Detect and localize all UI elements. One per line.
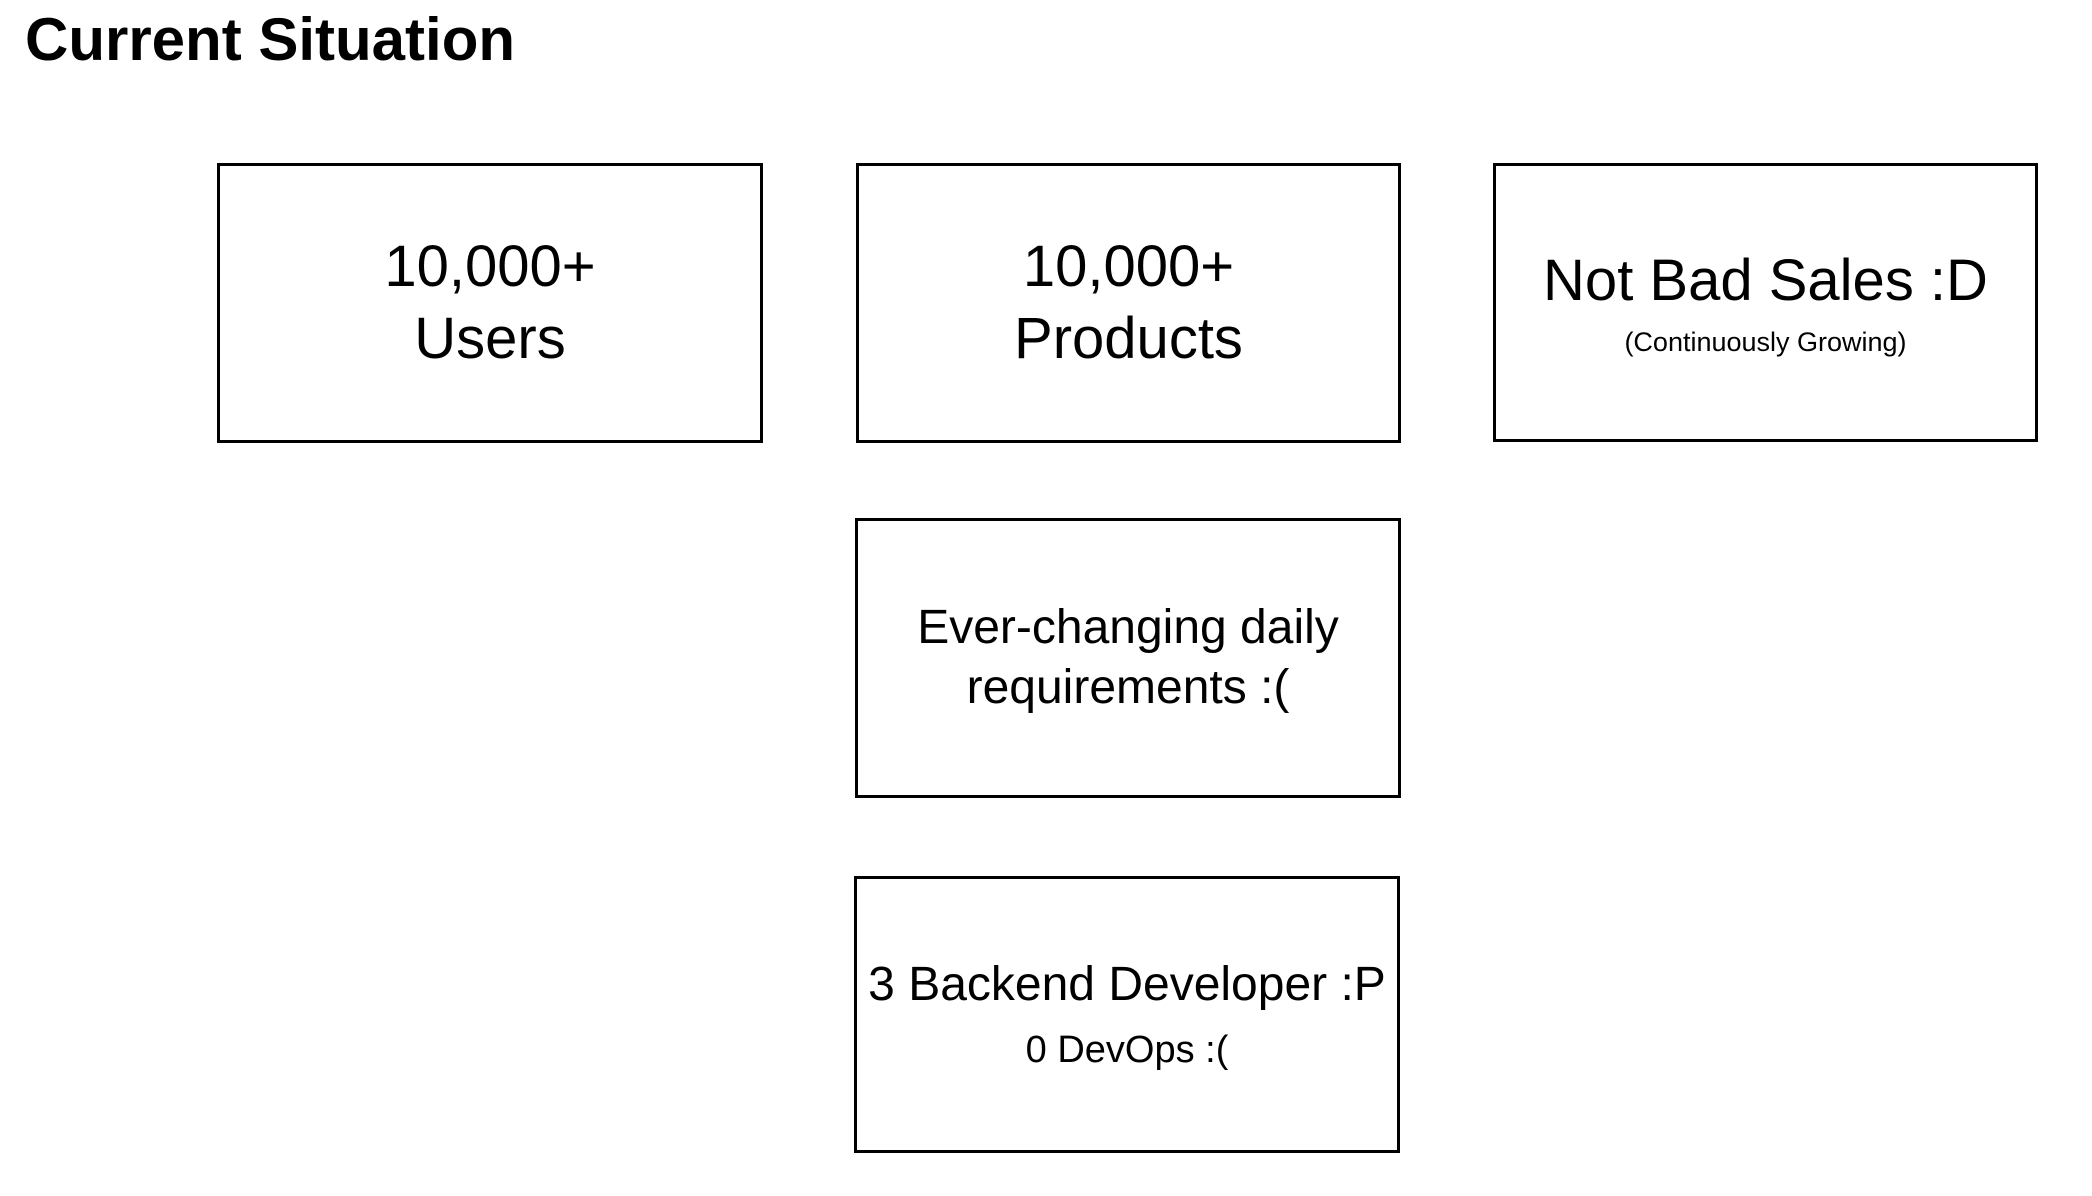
page-title: Current Situation (25, 6, 515, 73)
box-developers-main-text: 3 Backend Developer :P (868, 957, 1386, 1011)
box-requirements: Ever-changing daily requirements :( (855, 518, 1401, 798)
box-sales: Not Bad Sales :D (Continuously Growing) (1493, 163, 2038, 442)
box-users-line2: Users (414, 306, 566, 371)
box-users-line1: 10,000+ (384, 233, 596, 299)
box-sales-sub-text: (Continuously Growing) (1624, 326, 1907, 357)
box-developers: 3 Backend Developer :P 0 DevOps :( (854, 876, 1400, 1153)
box-sales-main-text: Not Bad Sales :D (1543, 248, 1988, 314)
box-requirements-line2: requirements :( (966, 661, 1290, 714)
box-products-line1: 10,000+ (1022, 233, 1235, 299)
box-products: 10,000+ Products (856, 163, 1401, 443)
box-requirements-line1: Ever-changing daily (917, 601, 1339, 654)
box-users: 10,000+ Users (217, 163, 763, 443)
box-developers-sub-text: 0 DevOps :( (1025, 1028, 1229, 1071)
box-products-line2: Products (1014, 306, 1243, 371)
